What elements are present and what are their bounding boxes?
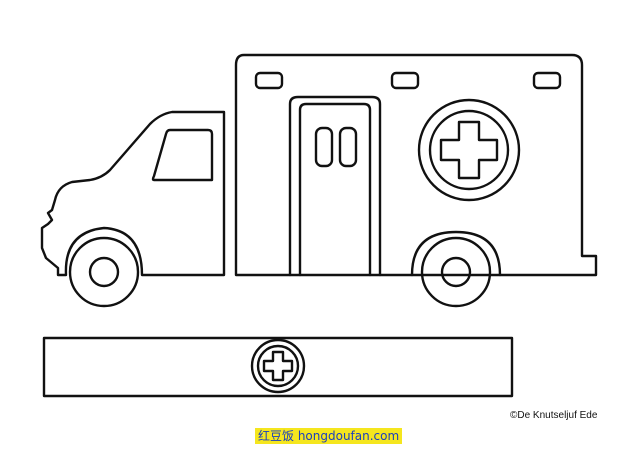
side-window-left xyxy=(254,71,284,90)
ambulance-cab xyxy=(40,110,226,277)
band-emblem-ring-outer xyxy=(250,338,306,394)
rear-wheel-arch xyxy=(410,230,502,277)
ambulance-box-body xyxy=(234,53,598,277)
door-window-left xyxy=(314,126,334,168)
front-wheel-hub xyxy=(88,256,120,288)
side-window-right xyxy=(390,71,420,90)
ambulance-door-outer xyxy=(288,95,382,277)
emblem-ring-outer xyxy=(417,98,521,202)
rear-wheel-hub xyxy=(440,256,472,288)
door-window-right xyxy=(338,126,358,168)
credit-text: ©De Knutseljuf Ede xyxy=(510,410,598,421)
cutout-band xyxy=(42,336,514,398)
band-emblem-ring-inner xyxy=(256,344,300,388)
watermark: 红豆饭 hongdoufan.com xyxy=(255,428,403,444)
band-cross-icon xyxy=(262,350,294,382)
ambulance-door-inner xyxy=(298,102,372,277)
medical-cross-icon xyxy=(439,120,499,180)
front-wheel-tire xyxy=(68,236,140,308)
emblem-ring-inner xyxy=(428,109,510,191)
rear-wheel-tire xyxy=(420,236,492,308)
side-window-far xyxy=(532,71,562,90)
cab-window xyxy=(151,128,214,182)
